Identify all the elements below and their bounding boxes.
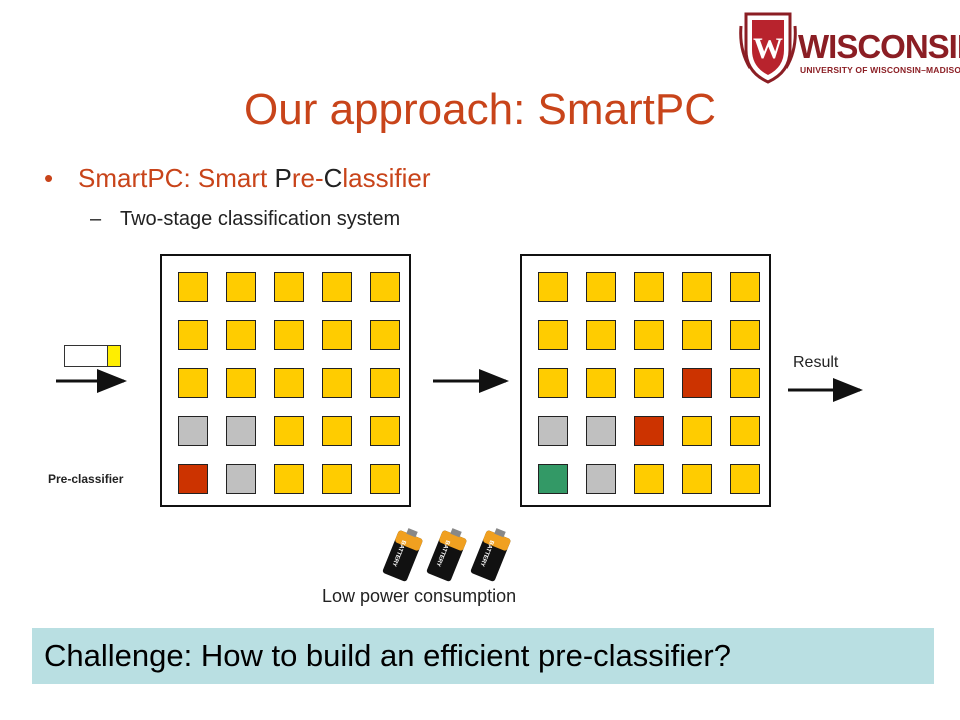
sub-bullet: –Two-stage classification system: [90, 207, 400, 231]
grid-cell-yellow: [322, 464, 352, 494]
battery-icon: BATTERY: [470, 528, 511, 582]
grid-cell-yellow: [634, 368, 664, 398]
grid-cell-yellow: [370, 464, 400, 494]
challenge-callout: Challenge: How to build an efficient pre…: [32, 628, 934, 684]
grid-cell-yellow: [730, 272, 760, 302]
dash-icon: –: [90, 208, 102, 230]
grid-cell-yellow: [226, 368, 256, 398]
grid-cell-yellow: [322, 320, 352, 350]
grid-cell-yellow: [274, 416, 304, 446]
grid-cell-gray: [586, 416, 616, 446]
grid-cell-yellow: [226, 272, 256, 302]
grid-cell-yellow: [322, 416, 352, 446]
grid-cell-yellow: [634, 320, 664, 350]
crest-letter: W: [753, 32, 783, 65]
bullet-middle: re-: [291, 163, 324, 193]
main-bullet: • SmartPC: Smart Pre-Classifier: [44, 163, 431, 194]
grid-cell-yellow: [586, 368, 616, 398]
grid-cell-yellow: [682, 320, 712, 350]
low-power-label: Low power consumption: [322, 586, 517, 606]
grid-cell-yellow: [682, 416, 712, 446]
bullet-dot-icon: •: [44, 163, 54, 193]
grid-cell-yellow: [274, 464, 304, 494]
pre-classifier-label: Pre-classifier: [48, 472, 124, 486]
grid-cell-gray: [226, 464, 256, 494]
grid-cell-yellow: [274, 272, 304, 302]
sub-bullet-text: Two-stage classification system: [120, 208, 401, 230]
grid-cell-yellow: [322, 272, 352, 302]
grid-cell-red: [178, 464, 208, 494]
grid-cell-yellow: [586, 320, 616, 350]
grid-cell-red: [682, 368, 712, 398]
grid-cell-yellow: [178, 272, 208, 302]
slide-title: Our approach: SmartPC: [244, 85, 716, 134]
grid-cell-yellow: [178, 368, 208, 398]
grid-cell-gray: [178, 416, 208, 446]
grid-cell-yellow: [178, 320, 208, 350]
grid-cell-yellow: [730, 320, 760, 350]
grid-cell-yellow: [538, 320, 568, 350]
university-logo: W WISCONSIN UNIVERSITY OF WISCONSIN–MADI…: [738, 10, 960, 86]
battery-icon: BATTERY: [426, 528, 467, 582]
grid-cell-red: [634, 416, 664, 446]
pre-classifier-grid: [160, 254, 411, 507]
grid-cell-yellow: [586, 272, 616, 302]
grid-cell-yellow: [226, 320, 256, 350]
grid-cell-gray: [538, 416, 568, 446]
grid-cell-yellow: [730, 368, 760, 398]
grid-cell-yellow: [274, 320, 304, 350]
crest-icon: W: [739, 12, 797, 84]
grid-cell-yellow: [634, 272, 664, 302]
pre-classifier-input-box: [64, 345, 121, 367]
grid-cell-yellow: [370, 416, 400, 446]
grid-cell-gray: [586, 464, 616, 494]
logo-wordmark: WISCONSIN: [798, 28, 960, 65]
grid-cell-yellow: [370, 320, 400, 350]
grid-cell-yellow: [322, 368, 352, 398]
grid-cell-yellow: [730, 416, 760, 446]
grid-cell-yellow: [682, 272, 712, 302]
bullet-suffix: lassifier: [342, 163, 431, 193]
pre-classifier-yellow-fill: [107, 346, 120, 366]
grid-cell-yellow: [634, 464, 664, 494]
grid-cell-yellow: [538, 272, 568, 302]
grid-cell-yellow: [370, 272, 400, 302]
classifier-grid: [520, 254, 771, 507]
bullet-c-letter: C: [323, 163, 343, 193]
grid-cell-yellow: [538, 368, 568, 398]
grid-cell-yellow: [730, 464, 760, 494]
result-label: Result: [793, 354, 839, 371]
grid-cell-green: [538, 464, 568, 494]
grid-cell-yellow: [370, 368, 400, 398]
battery-icon: BATTERY: [382, 528, 423, 582]
logo-subtitle: UNIVERSITY OF WISCONSIN–MADISON: [800, 65, 960, 75]
grid-cell-gray: [226, 416, 256, 446]
bullet-p-letter: P: [274, 163, 292, 193]
grid-cell-yellow: [274, 368, 304, 398]
bullet-prefix: SmartPC: Smart: [78, 163, 275, 193]
grid-cell-yellow: [682, 464, 712, 494]
